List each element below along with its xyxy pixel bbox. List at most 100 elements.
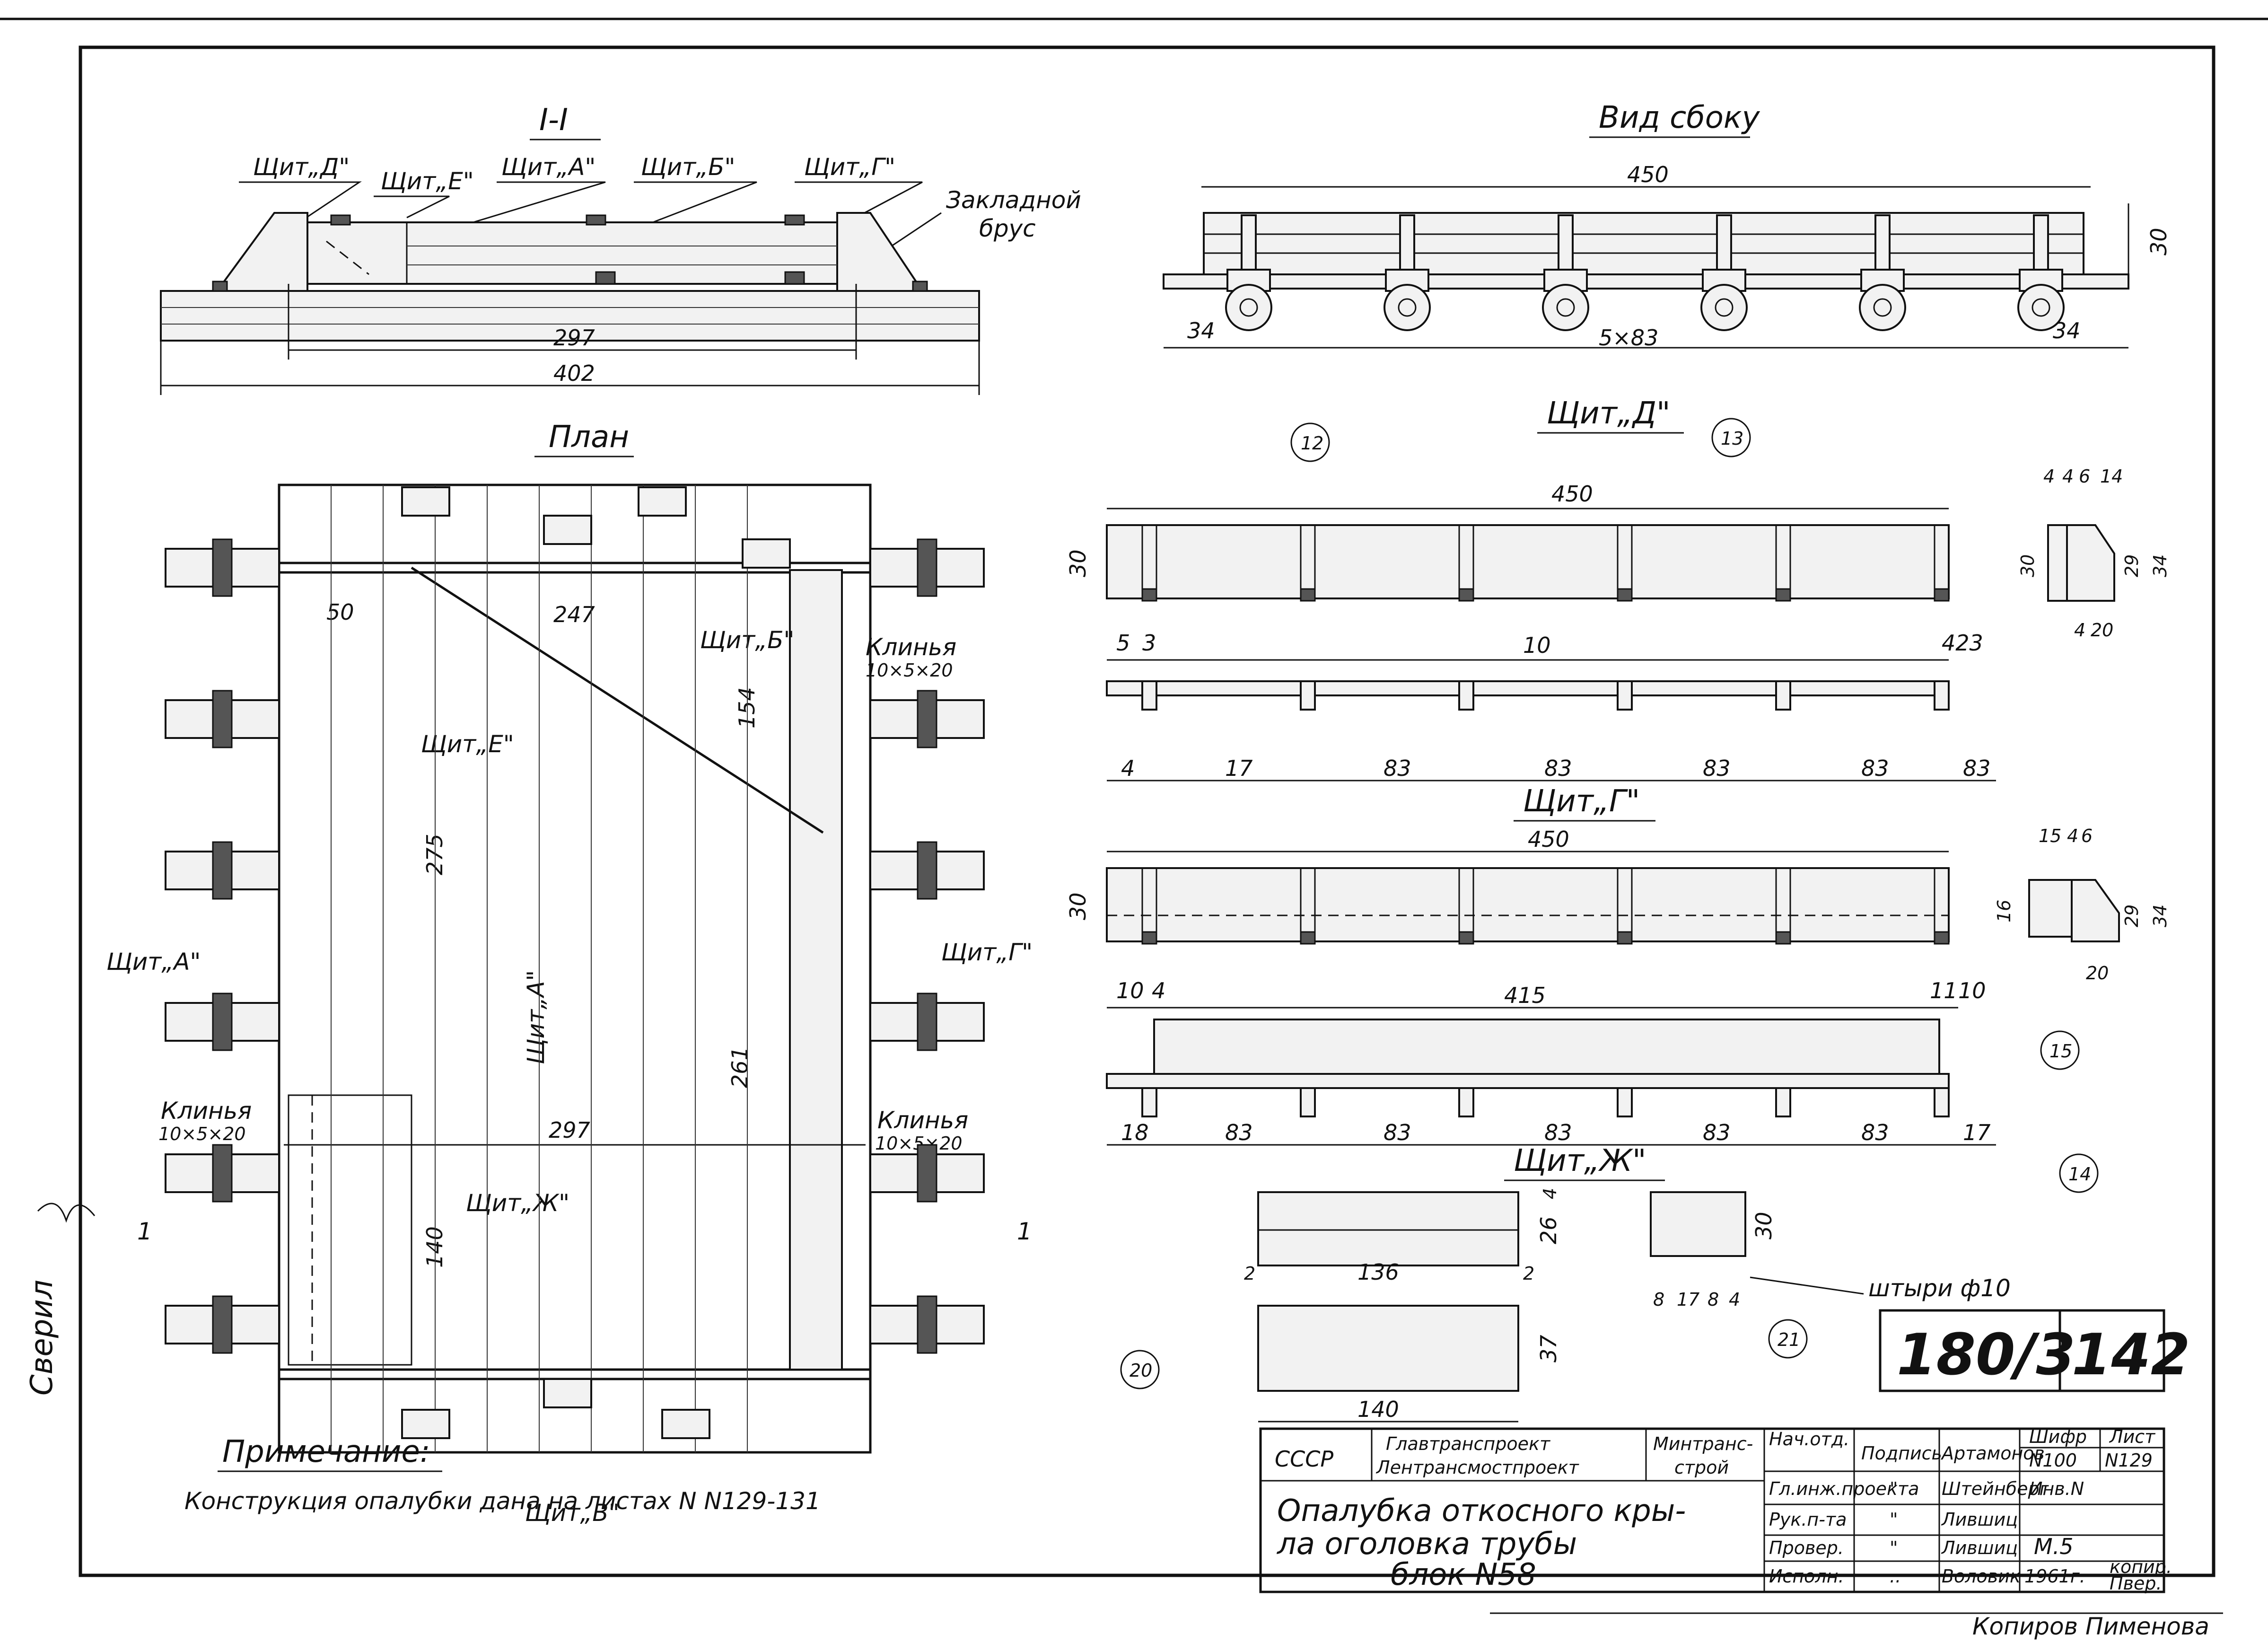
shield-d-title: Щит„Д"	[1547, 396, 1670, 431]
plan-wedge-key-left	[212, 1144, 233, 1203]
shield-g-dim-83d: 83	[1703, 1120, 1731, 1145]
section-label-shield-d: Щит„Д"	[253, 153, 350, 181]
leader-g	[795, 181, 923, 223]
side-wedge-end	[1542, 284, 1589, 331]
plan-wedge-key-left	[212, 841, 233, 900]
callout-15: 15	[2049, 1041, 2072, 1062]
side-post	[1874, 214, 1891, 275]
shield-stud-end	[1141, 588, 1157, 602]
plan-wedge-key-left	[212, 1295, 233, 1354]
plan-title: План	[549, 420, 629, 455]
shield-g-sec-dim-16: 16	[1994, 900, 2014, 923]
cleat	[330, 214, 351, 226]
shield-zh-dim-4: 4	[1540, 1188, 1560, 1199]
plan-label-shield-g: Щит„Г"	[941, 939, 1033, 966]
side-wedge-end	[1384, 284, 1431, 331]
side-base	[1163, 273, 2129, 290]
plan-shield-zh-box	[288, 1094, 412, 1366]
shield-stud-plan	[1775, 1087, 1791, 1117]
side-wedge-end	[1700, 284, 1748, 331]
stamp-mark-2: "	[1890, 1538, 1898, 1558]
stamp-name-4: Воловик	[1942, 1566, 2021, 1587]
stamp-name-3: Лившиц	[1941, 1538, 2018, 1558]
plan-wedge-key-right	[917, 1295, 937, 1354]
dim-402: 402	[553, 360, 595, 386]
side-wedge-end	[1859, 284, 1906, 331]
stamp-shifr-label: Шифр	[2029, 1426, 2087, 1447]
shield-stud-end	[1775, 588, 1791, 602]
stamp-sheet-big: 142	[2072, 1322, 2190, 1388]
section-form-body	[306, 221, 838, 285]
checker-signature	[37, 1203, 96, 1223]
plan-dim-50: 50	[326, 599, 354, 625]
shield-zh-view: Щит„Ж" 26 4 136 2 2 37 140 30 8 17 8 4 ш…	[1244, 1143, 2011, 1423]
shield-d-sec-dim-20: 20	[2091, 620, 2113, 641]
stamp-shifr-val: N100	[2029, 1450, 2077, 1471]
shield-zh-title: Щит„Ж"	[1514, 1143, 1646, 1178]
side-wedge-end	[2017, 284, 2065, 331]
stamp-mark-0: "	[1890, 1478, 1898, 1499]
stamp-org1: Главтранспроект	[1386, 1433, 1551, 1454]
shield-stud-plan	[1141, 1087, 1157, 1117]
callout-14: 14	[2068, 1164, 2091, 1185]
plan-dim-247: 247	[553, 602, 595, 627]
shield-d-dim-18: 83	[1963, 756, 1991, 781]
side-wedge-end	[1225, 284, 1272, 331]
callout-21: 21	[1778, 1329, 1800, 1350]
shield-d-sec-dim-30: 30	[2017, 554, 2038, 577]
stamp-role-2: Рук.п-та	[1769, 1509, 1847, 1530]
shield-zh-dim-4b: 4	[1729, 1289, 1740, 1310]
plan-label-shield-e: Щит„Е"	[421, 730, 514, 758]
side-view-title: Вид сбоку	[1599, 100, 1760, 135]
plan-tie-plate	[543, 515, 592, 545]
shield-zh-dim-37: 37	[1536, 1335, 1561, 1362]
shield-stud-end	[1617, 588, 1633, 602]
shield-g-dim-83a: 83	[1225, 1120, 1253, 1145]
shield-d-sec-dim-4c: 4	[2074, 620, 2085, 641]
shield-stud-plan	[1458, 1087, 1474, 1117]
shield-d-sec-dim-4: 4	[2043, 466, 2055, 487]
stamp-list-label: Лист	[2109, 1426, 2156, 1447]
callout-13: 13	[1721, 428, 1743, 449]
shield-d-elevation	[1106, 524, 1950, 599]
shield-d-dim-83e: 83	[1861, 756, 1889, 781]
shield-g-dim-83c: 83	[1544, 1120, 1572, 1145]
note-text: Конструкция опалубки дана на листах N N1…	[184, 1487, 821, 1515]
leader-e	[374, 195, 450, 219]
side-dim-30: 30	[2146, 228, 2172, 255]
shield-zh-dim-8a: 8	[1653, 1289, 1664, 1310]
plan-wedge-key-right	[917, 538, 937, 597]
stamp-list-val: N129	[2105, 1450, 2153, 1471]
stamp-copy-name: Пвер.	[2110, 1573, 2162, 1594]
side-frame	[1203, 212, 2084, 275]
section-label-shield-a: Щит„А"	[501, 153, 595, 181]
plan-diagonal-brace	[411, 566, 824, 834]
shield-g-view: Щит„Г" 450 30 10 4 415 11 10 18 83 83 83…	[1065, 784, 2171, 1146]
shield-g-sec-dim-34: 34	[2150, 905, 2171, 927]
shield-zh-section	[1650, 1191, 1746, 1257]
plan-dim-261: 261	[727, 1046, 753, 1088]
shield-g-dim-10b: 10	[1958, 978, 1986, 1003]
section-label-embedded-beam-2: брус	[979, 215, 1036, 242]
shield-zh-dim-30: 30	[1751, 1212, 1777, 1239]
title-block: 180/3 142 СССР Главтранспроект Лентрансм…	[1259, 1309, 2223, 1640]
leader-b	[634, 181, 757, 223]
stamp-role-0: Нач.отд.	[1769, 1429, 1849, 1450]
shield-d-dim-10a: 3	[1142, 630, 1156, 656]
shield-stud-end	[1300, 931, 1316, 945]
side-wedge-ring	[1239, 298, 1258, 317]
section-label-shield-b: Щит„Б"	[641, 153, 736, 181]
plan-label-shield-a: Щит„А"	[522, 970, 550, 1064]
shield-d-sec-dim-4b: 4	[2062, 466, 2074, 487]
side-post	[1399, 214, 1415, 275]
stamp-title-line3: блок N58	[1391, 1557, 1536, 1592]
leader-a	[473, 181, 606, 223]
plan-outline	[278, 483, 872, 1454]
plan-dim-297: 297	[549, 1117, 590, 1143]
plan-wedge-label-right-top: Клинья	[866, 633, 956, 661]
side-post	[1716, 214, 1732, 275]
leader-d	[239, 181, 362, 221]
stamp-mark-1: "	[1890, 1509, 1898, 1530]
stamp-col-sign: Подпись	[1861, 1443, 1942, 1464]
